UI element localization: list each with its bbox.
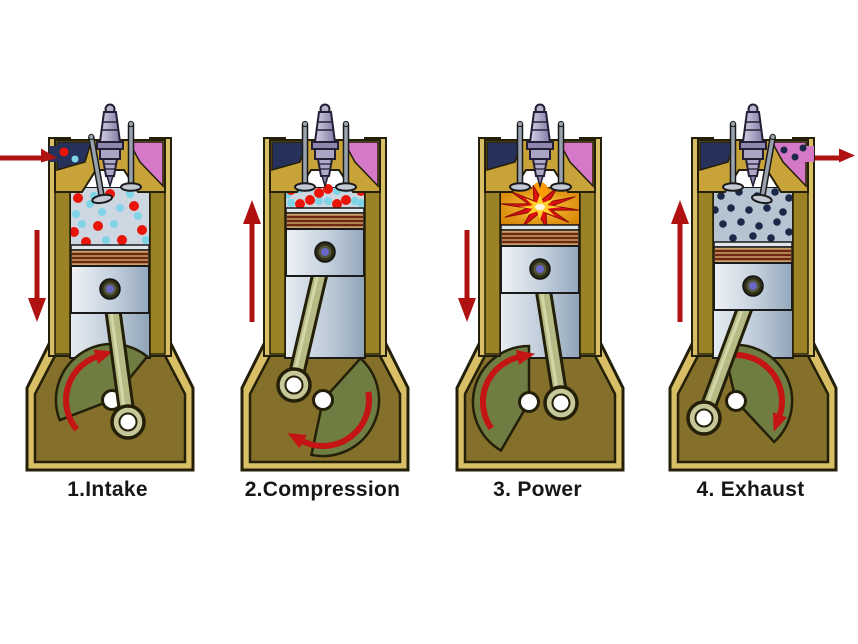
piston-rings [713, 246, 793, 264]
combustion-chamber-explosion [499, 182, 581, 229]
piston-rings [285, 212, 365, 230]
piston-motion-arrow-up [243, 200, 261, 322]
piston-motion-arrow-down [458, 230, 476, 322]
exhaust-flow-arrow [815, 148, 855, 163]
wrist-pin [314, 241, 336, 263]
wrist-pin [529, 258, 551, 280]
engine-drawing-compression [240, 103, 410, 472]
spark-plug [526, 103, 554, 189]
intake-valve [294, 120, 316, 192]
engine-drawing-exhaust [668, 103, 855, 472]
crankshaft-counterweight [309, 356, 381, 458]
panel-compression: 2.Compression [215, 100, 430, 530]
exhaust-port [342, 141, 379, 188]
intake-port [486, 141, 523, 171]
rotation-arrow [479, 350, 536, 431]
panel-power: 3. Power [430, 100, 645, 530]
intake-flow-arrow [0, 148, 57, 163]
intake-valve [722, 120, 744, 192]
main-journal [312, 389, 334, 411]
stroke-label-intake: 1.Intake [67, 478, 148, 501]
rotation-arrow [63, 349, 113, 432]
wrist-pin [742, 275, 764, 297]
panel-intake: 1.Intake [0, 100, 215, 530]
intake-port [699, 141, 736, 171]
engine-drawing-intake [0, 103, 195, 472]
big-end-bearing [686, 400, 722, 436]
exhaust-port [557, 141, 594, 188]
big-end-bearing [110, 404, 146, 440]
exhaust-valve [750, 133, 776, 205]
piston [500, 224, 580, 294]
main-journal [518, 391, 540, 413]
stroke-label-power: 3. Power [493, 478, 582, 501]
piston-rings [70, 249, 150, 267]
combustion-chamber-exhaust-gases [711, 188, 793, 242]
piston [285, 207, 365, 277]
stroke-label-exhaust: 4. Exhaust [696, 478, 805, 501]
exhaust-valve [550, 120, 572, 192]
spark-plug [96, 103, 124, 189]
main-journal [725, 390, 747, 412]
exhaust-port [770, 141, 807, 188]
intake-valve [509, 120, 531, 192]
engine-drawing-power [455, 103, 625, 472]
big-end-bearing [276, 367, 312, 403]
piston [713, 241, 793, 311]
big-end-bearing [543, 385, 579, 421]
wrist-pin [99, 278, 121, 300]
intake-port [271, 141, 308, 171]
rotation-arrow [287, 391, 372, 449]
stroke-label-compression: 2.Compression [244, 478, 401, 501]
spark-plug [739, 103, 767, 189]
intake-valve [88, 133, 114, 205]
exhaust-port [127, 141, 164, 188]
piston-motion-arrow-down [28, 230, 46, 322]
piston-rings [500, 229, 580, 247]
exhaust-valve [120, 120, 142, 192]
piston [70, 244, 150, 314]
combustion-chamber-mixture [69, 188, 150, 247]
piston-motion-arrow-up [671, 200, 689, 322]
panel-exhaust: 4. Exhaust [643, 100, 858, 530]
exhaust-valve [335, 120, 357, 192]
spark-plug [311, 103, 339, 189]
